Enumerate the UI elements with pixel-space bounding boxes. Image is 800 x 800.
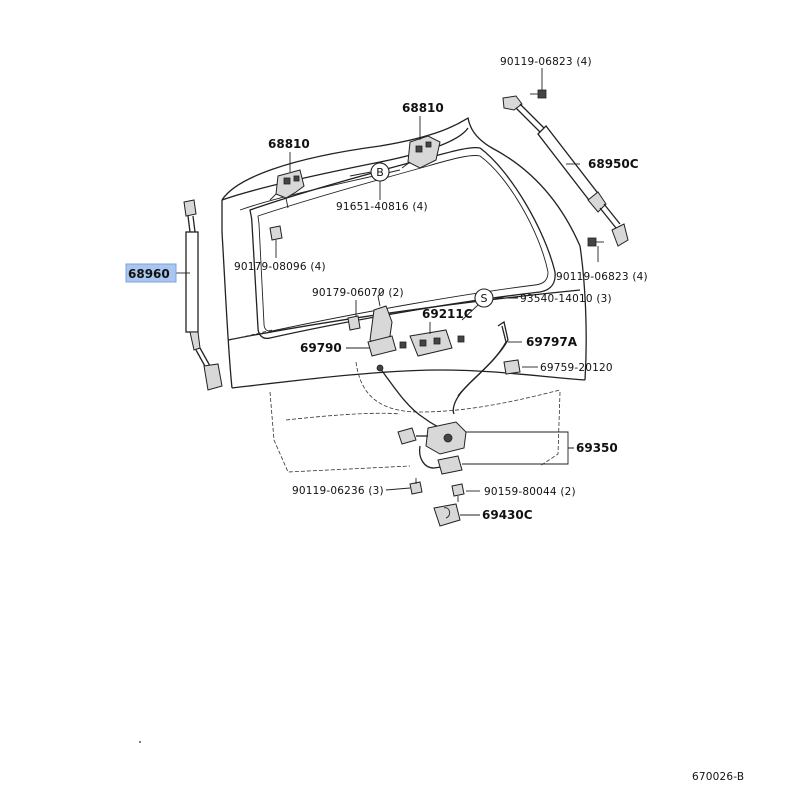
nut-90179-08096 (269, 225, 283, 258)
striker-69430c (433, 503, 461, 527)
label-69797a: 69797A (526, 335, 578, 349)
hinge-left (269, 169, 305, 209)
svg-text:B: B (376, 166, 384, 179)
label-90159-80044: 90159-80044 (2) (484, 486, 576, 498)
handle-69211c (409, 329, 465, 357)
back-door-lock (397, 421, 467, 475)
label-69759-20120: 69759-20120 (540, 362, 613, 374)
clip-69759 (503, 359, 521, 375)
figure-code: 670026-B (692, 771, 744, 783)
hinge-right (401, 135, 441, 169)
label-68810-left: 68810 (268, 137, 310, 151)
highlight-68960 (125, 263, 177, 283)
gas-stay-right (502, 95, 629, 247)
callout-s: S (461, 288, 518, 321)
svg-text:S: S (481, 292, 488, 305)
label-69790: 69790 (300, 341, 342, 355)
label-68950c: 68950C (588, 157, 639, 171)
label-93540-14010: 93540-14010 (3) (520, 293, 612, 305)
label-68810-right: 68810 (402, 101, 444, 115)
gas-stay-left (183, 199, 223, 391)
label-90119-06823-top: 90119-06823 (4) (500, 56, 592, 68)
nut-90179-06070 (347, 315, 361, 331)
label-90119-06823-right: 90119-06823 (4) (556, 271, 648, 283)
screw-90159-80044 (451, 483, 465, 502)
speck (139, 741, 141, 743)
rod-69797a (452, 320, 509, 415)
label-90179-08096: 90179-08096 (4) (234, 261, 326, 273)
callout-b: B (349, 162, 390, 200)
label-90179-06070: 90179-06070 (2) (312, 287, 404, 299)
leader-lines (176, 68, 599, 516)
label-69211c: 69211C (422, 307, 473, 321)
label-90119-06236: 90119-06236 (3) (292, 485, 384, 497)
label-91651-40816: 91651-40816 (4) (336, 201, 428, 213)
lock-assembly (367, 289, 407, 357)
label-68960: 68960 (128, 267, 170, 281)
label-69350: 69350 (576, 441, 618, 455)
control-cable (376, 364, 447, 431)
label-69430c: 69430C (482, 508, 533, 522)
bolt-90119-06236 (409, 478, 423, 495)
